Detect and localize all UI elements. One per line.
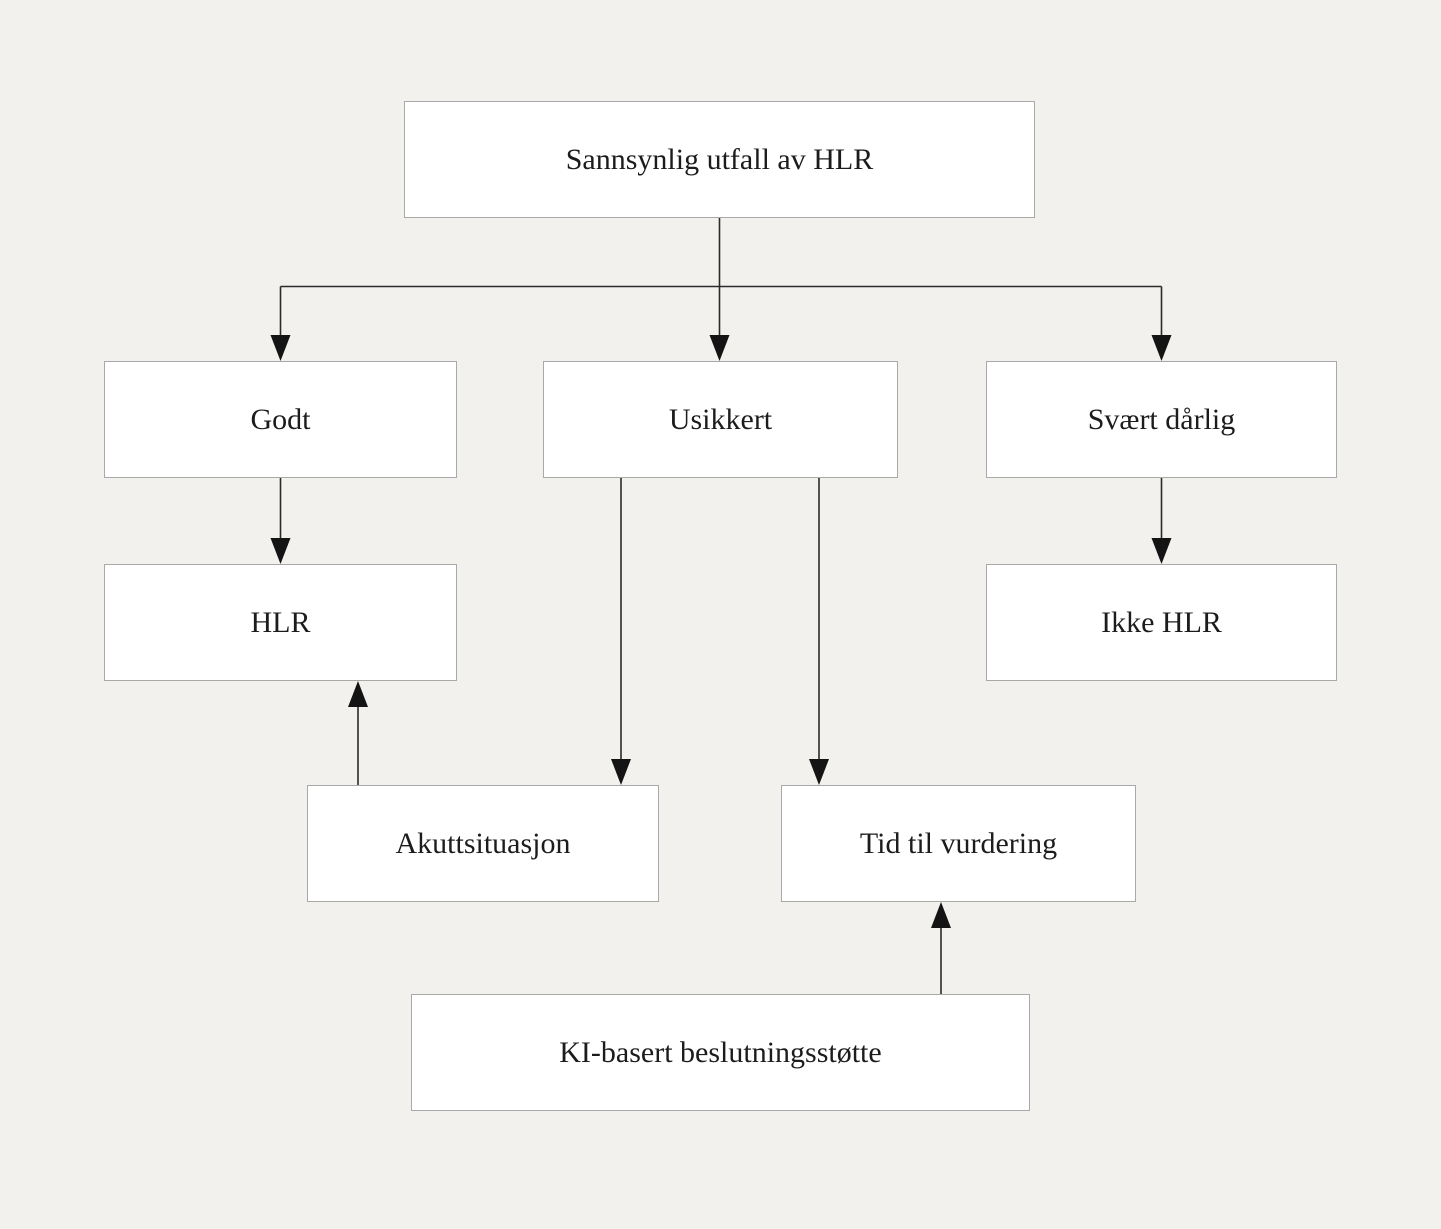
node-godt: Godt	[104, 361, 457, 478]
edge-usikkert-akuttsituasjon	[611, 478, 631, 785]
node-hlr: HLR	[104, 564, 457, 681]
edge-ki-stotte-tid-til-vurdering	[931, 902, 951, 994]
arrowhead-down-icon	[1151, 335, 1172, 361]
node-tid-til-vurdering: Tid til vurdering	[781, 785, 1136, 902]
node-label: KI-basert beslutningsstøtte	[559, 1035, 882, 1069]
node-label: Usikkert	[668, 402, 773, 436]
arrowhead-down-icon	[809, 759, 829, 785]
node-sannsynlig-utfall-av-hlr: Sannsynlig utfall av HLR	[404, 101, 1035, 218]
node-ki-basert-beslutningsstotte: KI-basert beslutningsstøtte	[411, 994, 1030, 1111]
edge-outcome-usikkert	[709, 218, 730, 361]
node-label: Sannsynlig utfall av HLR	[565, 142, 874, 176]
edge-usikkert-tid-til-vurdering	[809, 478, 829, 785]
arrowhead-up-icon	[348, 681, 368, 707]
node-usikkert: Usikkert	[543, 361, 898, 478]
arrowhead-up-icon	[931, 902, 951, 928]
node-label: Tid til vurdering	[859, 826, 1058, 860]
arrowhead-down-icon	[611, 759, 631, 785]
node-label: Godt	[250, 402, 311, 436]
arrowhead-down-icon	[1151, 538, 1172, 564]
arrowhead-down-icon	[270, 335, 291, 361]
edge-godt-hlr	[270, 478, 291, 564]
edge-outcome-svaert-daarlig	[1151, 286, 1172, 361]
node-akuttsituasjon: Akuttsituasjon	[307, 785, 659, 902]
node-label: HLR	[250, 605, 311, 639]
node-label: Akuttsituasjon	[395, 826, 571, 860]
arrowhead-down-icon	[709, 335, 730, 361]
node-label: Ikke HLR	[1101, 605, 1222, 639]
node-ikke-hlr: Ikke HLR	[986, 564, 1337, 681]
node-label: Svært dårlig	[1087, 402, 1236, 436]
arrowhead-down-icon	[270, 538, 291, 564]
edge-svaert-daarlig-ikke-hlr	[1151, 478, 1172, 564]
edge-akuttsituasjon-hlr	[348, 681, 368, 785]
node-svaert-daarlig: Svært dårlig	[986, 361, 1337, 478]
edge-outcome-godt	[270, 286, 291, 361]
